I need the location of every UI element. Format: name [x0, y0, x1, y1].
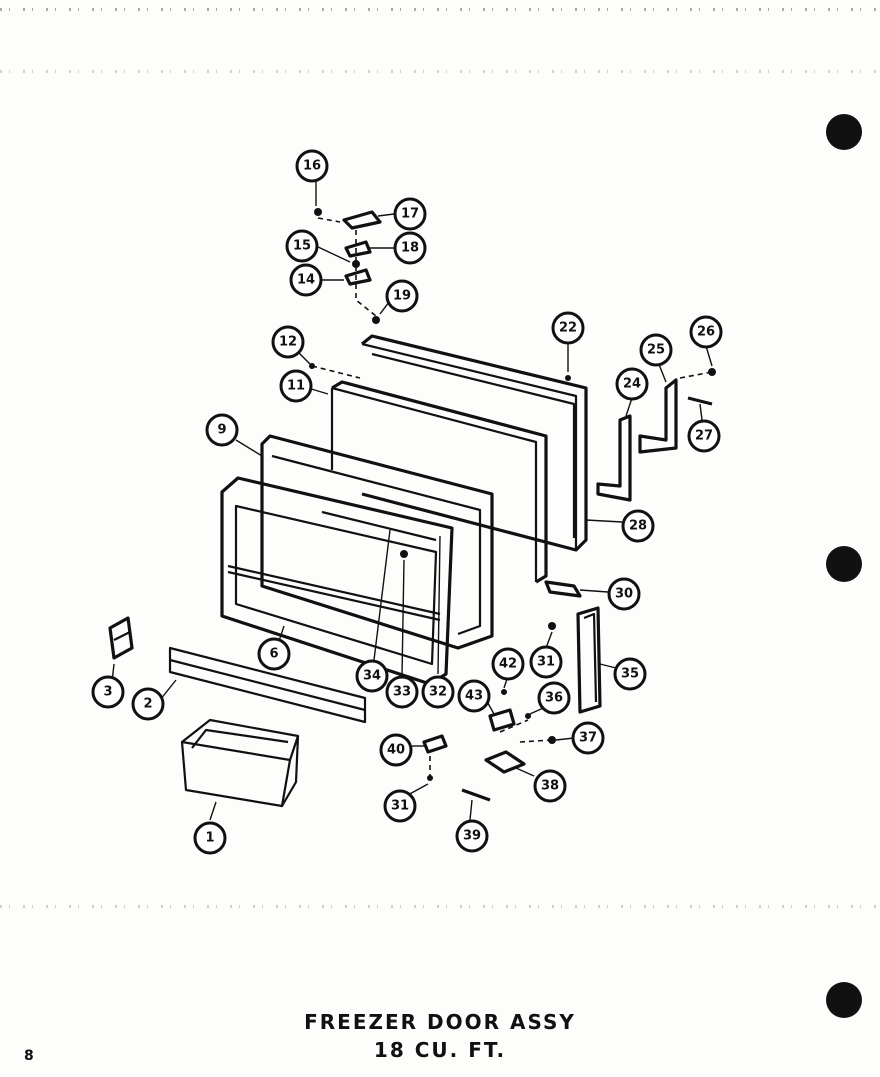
svg-text:25: 25	[647, 343, 665, 358]
svg-text:35: 35	[621, 667, 639, 682]
svg-text:9: 9	[217, 423, 226, 438]
scan-noise-top	[0, 8, 880, 11]
callout-9: 9	[205, 413, 239, 447]
callout-37: 37	[571, 721, 605, 755]
part-30-cover	[544, 580, 582, 598]
part-2-shelf-bar	[168, 646, 367, 724]
callout-16: 16	[295, 149, 329, 183]
svg-text:31: 31	[391, 799, 409, 814]
svg-text:22: 22	[559, 321, 577, 336]
fasteners	[309, 208, 716, 781]
callout-33: 33	[385, 675, 419, 709]
svg-text:26: 26	[697, 325, 715, 340]
callout-15: 15	[285, 229, 319, 263]
callout-25: 25	[639, 333, 673, 367]
binder-hole-middle	[826, 546, 862, 582]
callout-36: 36	[537, 681, 571, 715]
callout-22: 22	[551, 311, 585, 345]
part-11-door-panel	[330, 380, 548, 584]
callout-17: 17	[393, 197, 427, 231]
svg-text:16: 16	[303, 159, 321, 174]
part-25-upper-hinge	[638, 378, 678, 454]
svg-text:12: 12	[279, 335, 297, 350]
callout-30: 30	[607, 577, 641, 611]
scan-noise-top-2	[0, 70, 880, 73]
callout-6: 6	[257, 637, 291, 671]
svg-text:2: 2	[143, 697, 152, 712]
svg-text:43: 43	[465, 689, 483, 704]
callout-31-upper: 31	[529, 645, 563, 679]
svg-text:39: 39	[463, 829, 481, 844]
page-number: 8	[24, 1048, 34, 1064]
exploded-view-diagram: 1 2 3 6 9 11 12 14 15 16 17 18 19 22 24 …	[91, 149, 723, 855]
part-3-bracket	[108, 616, 134, 660]
svg-text:36: 36	[545, 691, 563, 706]
part-1-bin	[180, 718, 300, 808]
assembly-lines	[311, 217, 713, 776]
callout-14: 14	[289, 263, 323, 297]
callout-28: 28	[621, 509, 655, 543]
svg-text:14: 14	[297, 273, 315, 288]
callout-1: 1	[193, 821, 227, 855]
svg-text:31: 31	[537, 655, 555, 670]
svg-text:34: 34	[363, 669, 381, 684]
callout-43: 43	[457, 679, 491, 713]
part-9-gasket	[260, 434, 494, 650]
svg-text:17: 17	[401, 207, 419, 222]
svg-text:3: 3	[103, 685, 112, 700]
svg-text:11: 11	[287, 379, 305, 394]
svg-text:32: 32	[429, 685, 447, 700]
callout-27: 27	[687, 419, 721, 453]
svg-text:6: 6	[269, 647, 278, 662]
svg-text:33: 33	[393, 685, 411, 700]
svg-text:24: 24	[623, 377, 641, 392]
svg-text:37: 37	[579, 731, 597, 746]
svg-text:40: 40	[387, 743, 405, 758]
scan-noise-bottom	[0, 905, 880, 908]
callout-40: 40	[379, 733, 413, 767]
part-43-hinge	[488, 708, 516, 732]
callout-35: 35	[613, 657, 647, 691]
svg-text:27: 27	[695, 429, 713, 444]
binder-hole-top	[826, 114, 862, 150]
part-35-handle	[576, 606, 602, 714]
callout-18: 18	[393, 231, 427, 265]
callout-24: 24	[615, 367, 649, 401]
part-40-plate	[422, 734, 448, 754]
callout-31-lower: 31	[383, 789, 417, 823]
callout-32: 32	[421, 675, 455, 709]
part-38-hinge-lower	[484, 750, 526, 774]
svg-text:42: 42	[499, 657, 517, 672]
leader-lines	[111, 182, 713, 821]
callout-26: 26	[689, 315, 723, 349]
part-6-inner-liner	[220, 476, 454, 686]
callout-38: 38	[533, 769, 567, 803]
part-24-hinge-plate	[596, 414, 632, 502]
svg-text:15: 15	[293, 239, 311, 254]
callout-2: 2	[131, 687, 165, 721]
callout-34: 34	[355, 659, 389, 693]
svg-text:38: 38	[541, 779, 559, 794]
svg-text:18: 18	[401, 241, 419, 256]
callout-3: 3	[91, 675, 125, 709]
callout-19: 19	[385, 279, 419, 313]
callout-42: 42	[491, 647, 525, 681]
callout-39: 39	[455, 819, 489, 853]
callout-12: 12	[271, 325, 305, 359]
diagram-subtitle: 18 CU. FT.	[373, 1038, 507, 1062]
binder-hole-bottom	[826, 982, 862, 1018]
part-27-pin	[687, 396, 713, 406]
svg-text:1: 1	[205, 831, 214, 846]
diagram-title: FREEZER DOOR ASSY	[304, 1010, 576, 1034]
part-39-pin	[461, 788, 491, 802]
svg-text:30: 30	[615, 587, 633, 602]
part-28-outer-frame	[361, 334, 588, 552]
callout-11: 11	[279, 369, 313, 403]
svg-text:19: 19	[393, 289, 411, 304]
svg-text:28: 28	[629, 519, 647, 534]
